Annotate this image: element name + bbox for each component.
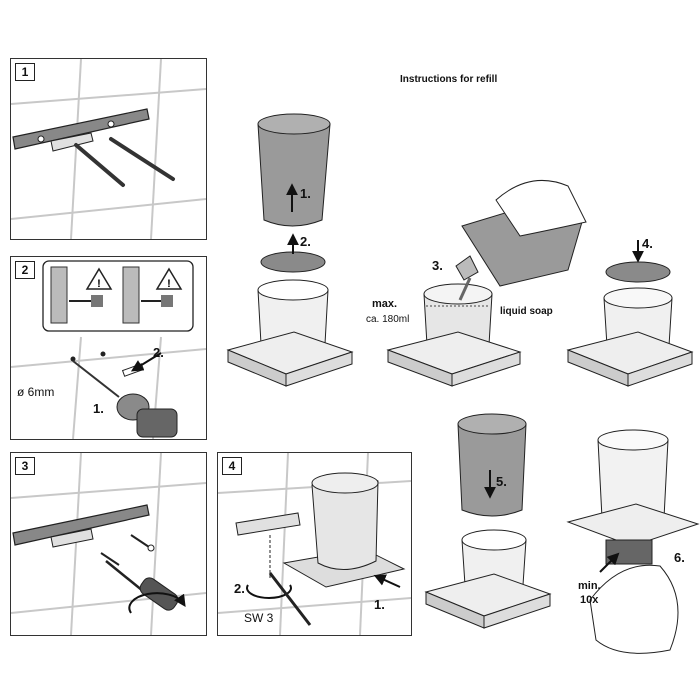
refill-step-3: 3.	[432, 258, 443, 273]
spirit-level	[12, 504, 150, 546]
refill-step-5: 5.	[496, 474, 507, 489]
refill-step-6: 6.	[674, 550, 685, 565]
dark-cover-lowered	[424, 413, 552, 629]
step-1-label: 1.	[374, 597, 385, 612]
panel-1-illustration	[11, 59, 206, 239]
panel-2-illustration: ! !	[11, 260, 206, 439]
panel-number: 1	[15, 63, 35, 81]
frosted-cup-3	[386, 283, 522, 387]
soap-refill-bottle	[455, 180, 587, 301]
marking-pins	[74, 137, 175, 187]
svg-text:!: !	[97, 278, 101, 290]
pump-priming	[566, 429, 700, 654]
dark-cover-lifted	[257, 113, 331, 227]
panel-number: 4	[222, 457, 242, 475]
panel-number: 3	[15, 457, 35, 475]
allen-key	[268, 572, 312, 626]
panel-3-screw-bracket: 3	[10, 452, 207, 636]
screws	[100, 534, 155, 566]
liquid-soap-label: liquid soap	[500, 306, 553, 317]
frosted-cup-1	[226, 279, 354, 387]
panel-1-level-marking: 1	[10, 58, 207, 240]
lid-disc	[260, 233, 326, 273]
svg-text:!: !	[167, 278, 171, 290]
wrench-size-label: SW 3	[244, 611, 274, 625]
panel-4-mount-dispenser: 4 1. 2. SW 3	[217, 452, 412, 636]
step-2-label: 2.	[234, 581, 245, 596]
mounting-bracket	[50, 528, 94, 548]
mounting-bracket	[50, 132, 94, 152]
refill-instructions-title: Instructions for refill	[400, 74, 498, 85]
min-count-label: 10x	[580, 594, 599, 606]
min-label: min.	[578, 580, 601, 592]
refill-step-4: 4.	[642, 236, 653, 251]
wall-bracket	[235, 512, 301, 536]
panel-3-illustration	[11, 453, 206, 635]
refill-step-2: 2.	[300, 234, 311, 249]
frosted-cup-4	[566, 240, 694, 387]
wall-warning-box: ! !	[42, 260, 194, 332]
spirit-level	[12, 108, 150, 150]
tile-grid	[11, 59, 206, 239]
panel-number: 2	[15, 261, 35, 279]
step-2-label: 2.	[153, 345, 164, 360]
volume-label: ca. 180ml	[366, 314, 410, 325]
drill-size-label: ø 6mm	[17, 385, 55, 399]
panel-4-illustration	[218, 453, 411, 635]
drill	[72, 360, 178, 438]
panel-2-drilling: 2 ! !	[10, 256, 207, 440]
refill-step-1: 1.	[300, 186, 311, 201]
max-fill-label: max.	[372, 298, 398, 310]
screwdriver	[105, 560, 186, 614]
step-1-label: 1.	[93, 401, 104, 416]
